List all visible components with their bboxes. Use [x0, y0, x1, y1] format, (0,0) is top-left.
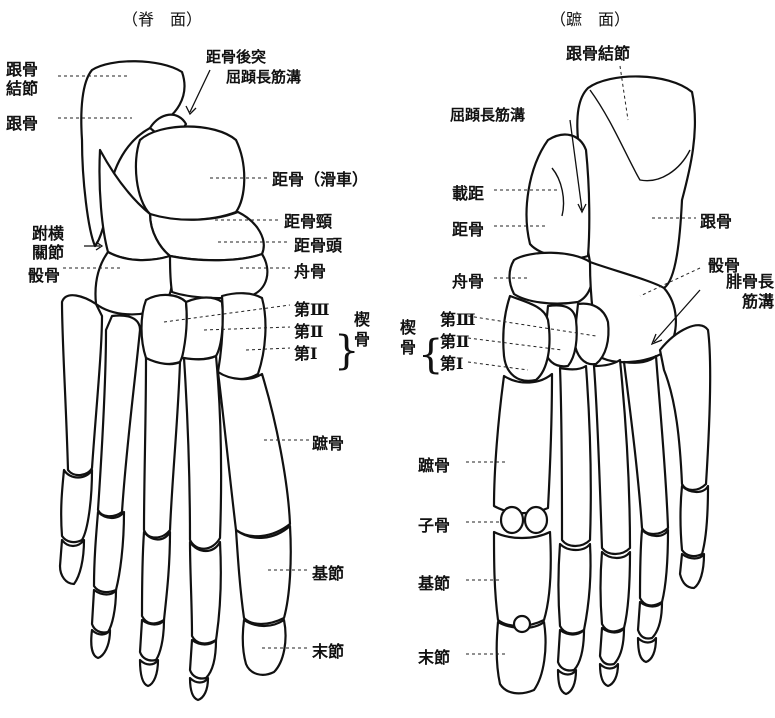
plantar-cuneiform-3	[572, 302, 610, 366]
dorsal-metatarsal-4	[96, 314, 142, 518]
plantar-metatarsal-4	[622, 354, 670, 536]
plantar-calcaneus	[576, 75, 697, 290]
plantar-phalanx-5-distal	[678, 552, 706, 590]
dorsal-phalanx-1-proximal	[234, 524, 292, 626]
plantar-sesamoid-distal	[512, 614, 532, 634]
plantar-sesamoid-1	[499, 505, 525, 535]
svg-text:}: }	[334, 328, 359, 374]
plantar-phalanx-5-proximal	[679, 484, 710, 558]
dorsal-cuneiform-3	[140, 293, 188, 366]
dorsal-metatarsal-3	[142, 356, 182, 539]
dorsal-view: }	[58, 60, 359, 702]
dorsal-metatarsal-2	[182, 354, 223, 550]
dorsal-phalanx-3-proximal	[140, 530, 172, 625]
plantar-phalanx-1-proximal	[492, 530, 552, 628]
plantar-sesamoid-2	[523, 505, 549, 535]
plantar-phalanx-1-distal	[495, 620, 547, 695]
dorsal-phalanx-1-distal	[241, 618, 287, 676]
dorsal-talus-trochlea	[134, 125, 246, 221]
dorsal-metatarsal-1	[216, 370, 292, 538]
plantar-cuneiform-1	[502, 294, 551, 382]
plantar-phalanx-2-middle	[556, 628, 586, 672]
dorsal-phalanx-2-distal	[188, 676, 210, 702]
dorsal-phalanx-3-middle	[138, 618, 166, 662]
plantar-phalanx-3-middle	[598, 626, 626, 666]
plantar-talus	[525, 133, 591, 260]
plantar-metatarsal-2	[558, 364, 592, 548]
dorsal-phalanx-4-proximal	[92, 510, 126, 594]
plantar-cuneiform-2	[542, 304, 578, 368]
plantar-phalanx-2-proximal	[557, 542, 592, 635]
plantar-metatarsal-5	[658, 324, 712, 492]
dorsal-phalanx-4-distal	[90, 628, 112, 660]
svg-text:{: {	[418, 332, 443, 378]
dorsal-cuneiform-1	[216, 292, 267, 381]
plantar-metatarsal-3	[592, 358, 632, 556]
plantar-navicular	[508, 251, 594, 305]
plantar-phalanx-3-proximal	[599, 550, 632, 633]
plantar-view: {	[418, 65, 712, 696]
dorsal-phalanx-5-distal	[58, 538, 86, 586]
dorsal-navicular	[168, 252, 269, 300]
dorsal-cuneiform-2	[180, 296, 224, 361]
dorsal-phalanx-2-proximal	[188, 540, 222, 645]
plantar-phalanx-4-middle	[636, 600, 664, 640]
plantar-phalanx-4-distal	[636, 636, 658, 664]
dorsal-phalanx-4-middle	[90, 588, 118, 634]
plantar-metatarsal-1	[492, 372, 554, 515]
plantar-phalanx-4-proximal	[638, 528, 670, 607]
dorsal-phalanx-2-middle	[188, 638, 218, 680]
plantar-phalanx-2-distal	[556, 668, 578, 696]
dorsal-metatarsal-5	[60, 294, 104, 477]
plantar-phalanx-3-distal	[598, 662, 620, 688]
dorsal-phalanx-3-distal	[138, 658, 160, 688]
dorsal-phalanx-5-proximal	[60, 468, 94, 544]
